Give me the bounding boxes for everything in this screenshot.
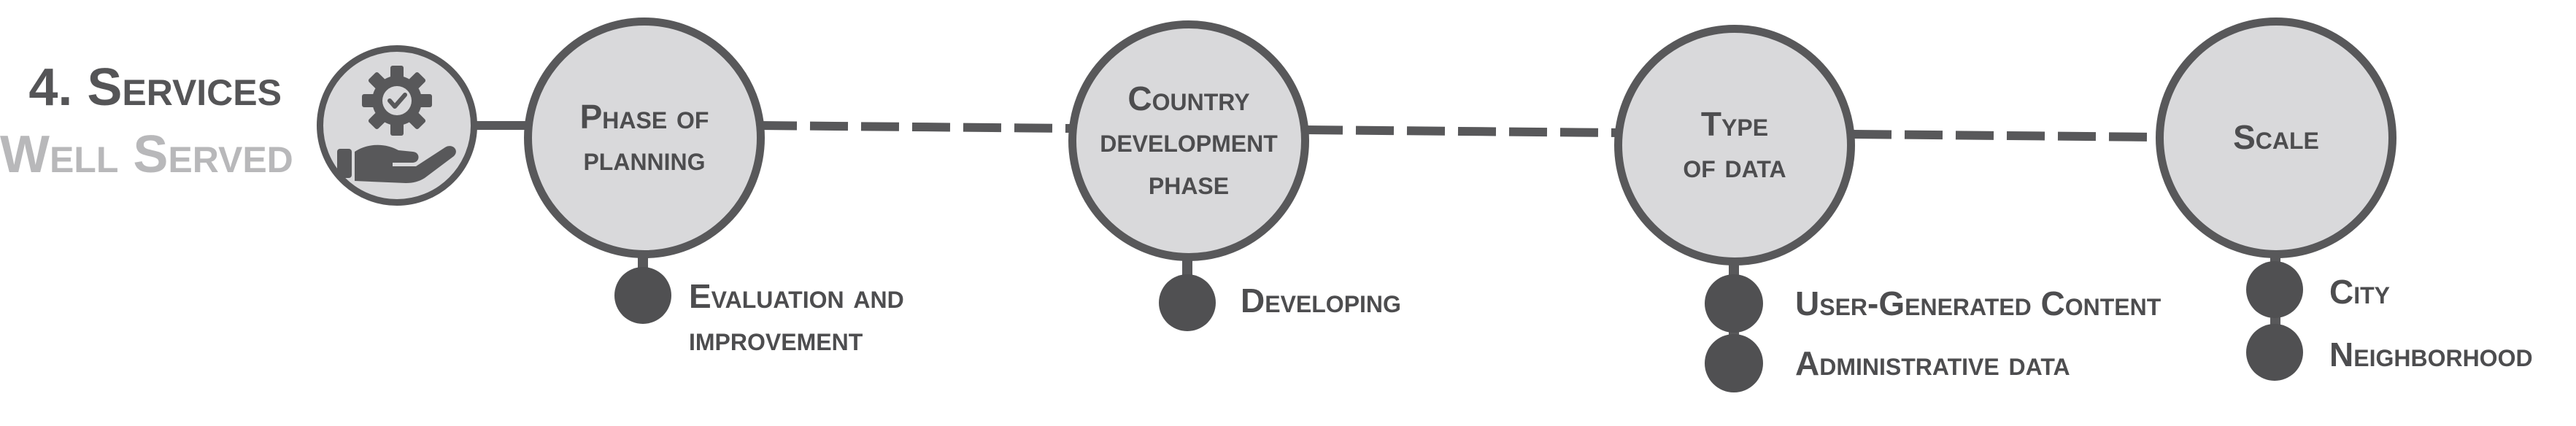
step-item: Neighborhood <box>2329 336 2533 373</box>
connector-step3-to-step4 <box>1853 130 2161 142</box>
connector-step2-to-step3 <box>1304 125 1618 137</box>
item-dot <box>614 267 671 324</box>
hand-with-gear-icon <box>337 66 456 183</box>
step-title: Scale <box>2233 118 2319 157</box>
step-item: User-Generated Content <box>1795 284 2162 322</box>
step-item: Evaluation and improvement <box>689 277 904 357</box>
step-title: Phase of planning <box>579 97 709 178</box>
section-subtitle: Well Served <box>0 125 293 184</box>
step-stem <box>1182 258 1192 276</box>
item-dot <box>2246 324 2303 381</box>
icon-node <box>317 45 477 206</box>
step-title: Type of data <box>1683 104 1786 185</box>
step-node-country-phase: Country development phase <box>1068 20 1309 261</box>
item-dot <box>1705 334 1763 392</box>
item-dot <box>1159 274 1216 331</box>
section-title: 4. Services <box>28 58 282 117</box>
step-node-planning-phase: Phase of planning <box>524 18 765 258</box>
step-node-data-type: Type of data <box>1614 25 1855 266</box>
step-item: Administrative data <box>1795 344 2070 382</box>
connector-step1-to-step2 <box>758 121 1071 133</box>
step-item: Developing <box>1241 282 1401 320</box>
step-item: City <box>2329 273 2391 311</box>
step-node-scale: Scale <box>2156 18 2396 258</box>
step-title: Country development phase <box>1100 79 1278 201</box>
item-dot <box>1705 274 1763 333</box>
item-dot <box>2246 261 2303 318</box>
